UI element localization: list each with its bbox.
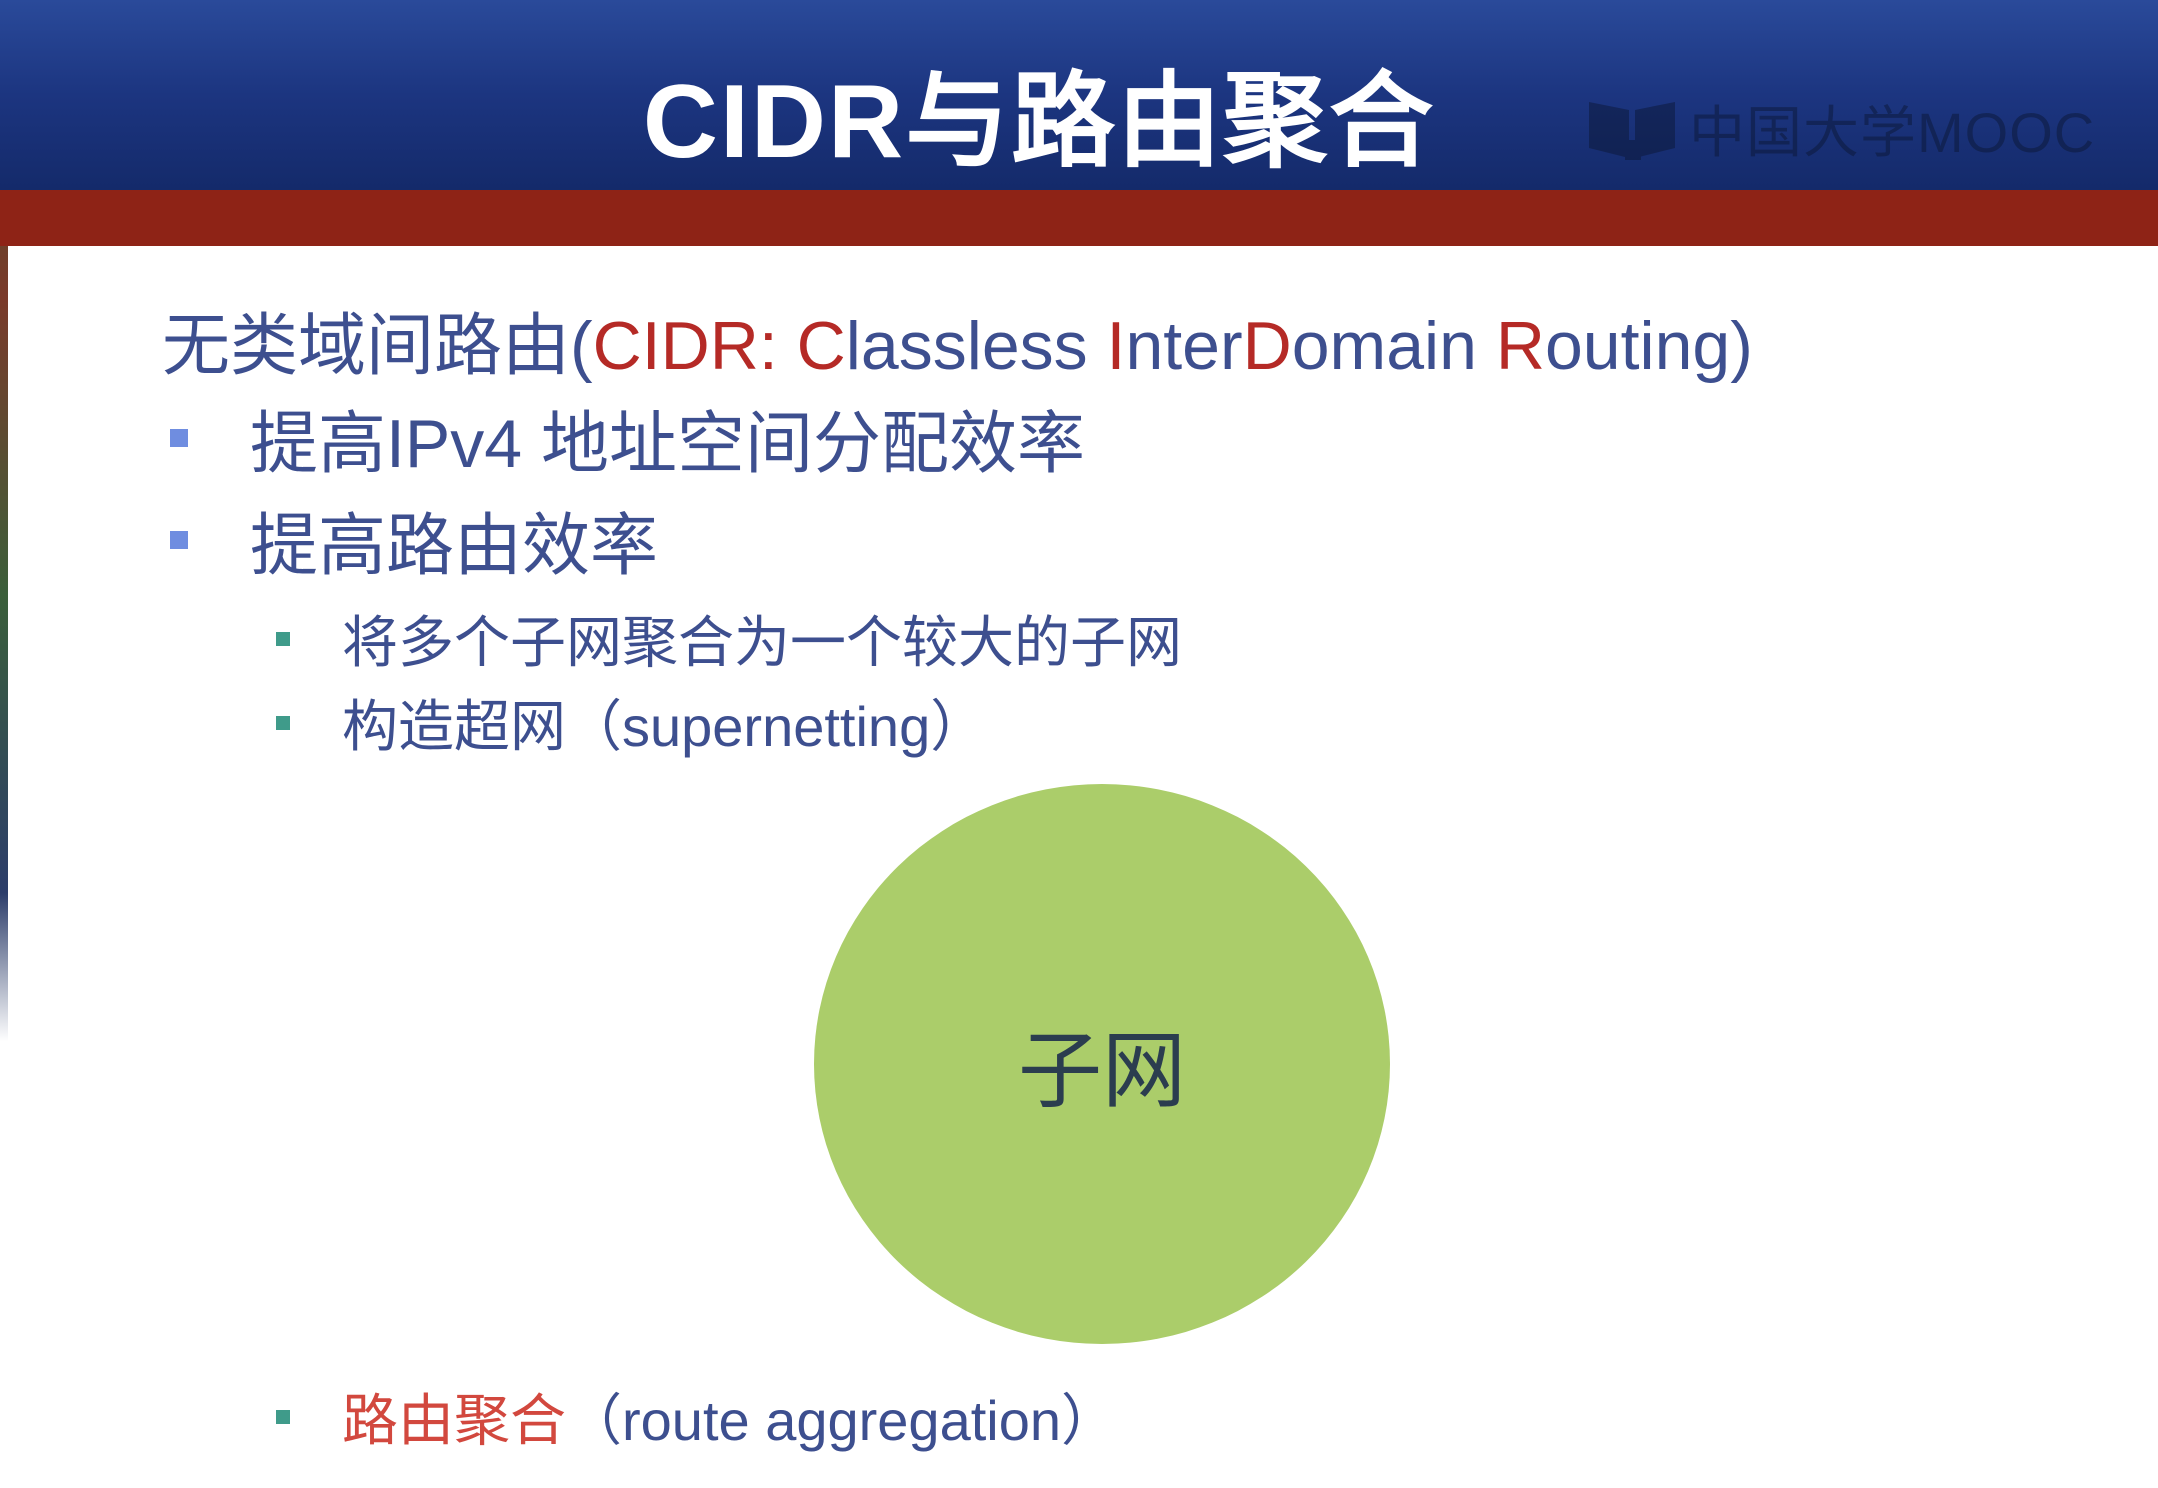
square-bullet-icon	[276, 715, 290, 730]
bullet-text: 提高IPv4 地址空间分配效率	[250, 406, 1085, 482]
square-bullet-icon	[276, 1409, 290, 1424]
header-red-band	[0, 190, 2158, 246]
lead-i: I	[1106, 308, 1126, 384]
bullet-item: 提高IPv4 地址空间分配效率	[170, 388, 1085, 487]
bullet-text: 提高路由效率	[250, 508, 659, 584]
sub-bullet-item: 将多个子网聚合为一个较大的子网	[276, 598, 1182, 679]
lead-d: D	[1242, 308, 1292, 384]
lead-omain: omain	[1291, 308, 1496, 384]
lead-idr: IDR:	[641, 308, 797, 384]
mooc-logo: 中国大学MOOC	[1585, 88, 2095, 168]
lead-c2: C	[796, 308, 846, 384]
lead-lassless: lassless	[845, 308, 1107, 384]
sub-bullet-text: 构造超网（supernetting）	[342, 695, 987, 758]
square-bullet-icon	[170, 530, 188, 549]
slide-header: CIDR与路由聚合 中国大学MOOC	[0, 0, 2158, 190]
lead-prefix: 无类域间路由(	[162, 308, 593, 384]
bullet-item: 提高路由效率	[170, 490, 658, 589]
circle-label: 子网	[1017, 1023, 1186, 1118]
lead-outing: outing)	[1544, 308, 1753, 384]
slide-content: 无类域间路由(CIDR: Classless InterDomain Routi…	[0, 246, 2158, 1488]
route-aggregation-english: （route aggregation）	[566, 1389, 1118, 1452]
slide-title: CIDR与路由聚合	[642, 64, 1436, 180]
square-bullet-icon	[276, 631, 290, 646]
book-icon	[1585, 96, 1679, 160]
sub-bullet-item: 路由聚合（route aggregation）	[276, 1376, 1117, 1457]
subnet-circle: 子网	[814, 784, 1390, 1344]
sub-bullet-item: 构造超网（supernetting）	[276, 682, 986, 763]
lead-r: R	[1495, 308, 1545, 384]
left-edge-strip	[0, 0, 8, 1488]
lead-nter: nter	[1125, 308, 1243, 384]
logo-text: 中国大学MOOC	[1689, 100, 2096, 164]
square-bullet-icon	[170, 428, 188, 447]
lead-line: 无类域间路由(CIDR: Classless InterDomain Routi…	[162, 290, 1753, 389]
sub-bullet-text: 将多个子网聚合为一个较大的子网	[342, 611, 1182, 674]
route-aggregation-label: 路由聚合	[342, 1389, 566, 1452]
lead-c: C	[592, 308, 642, 384]
